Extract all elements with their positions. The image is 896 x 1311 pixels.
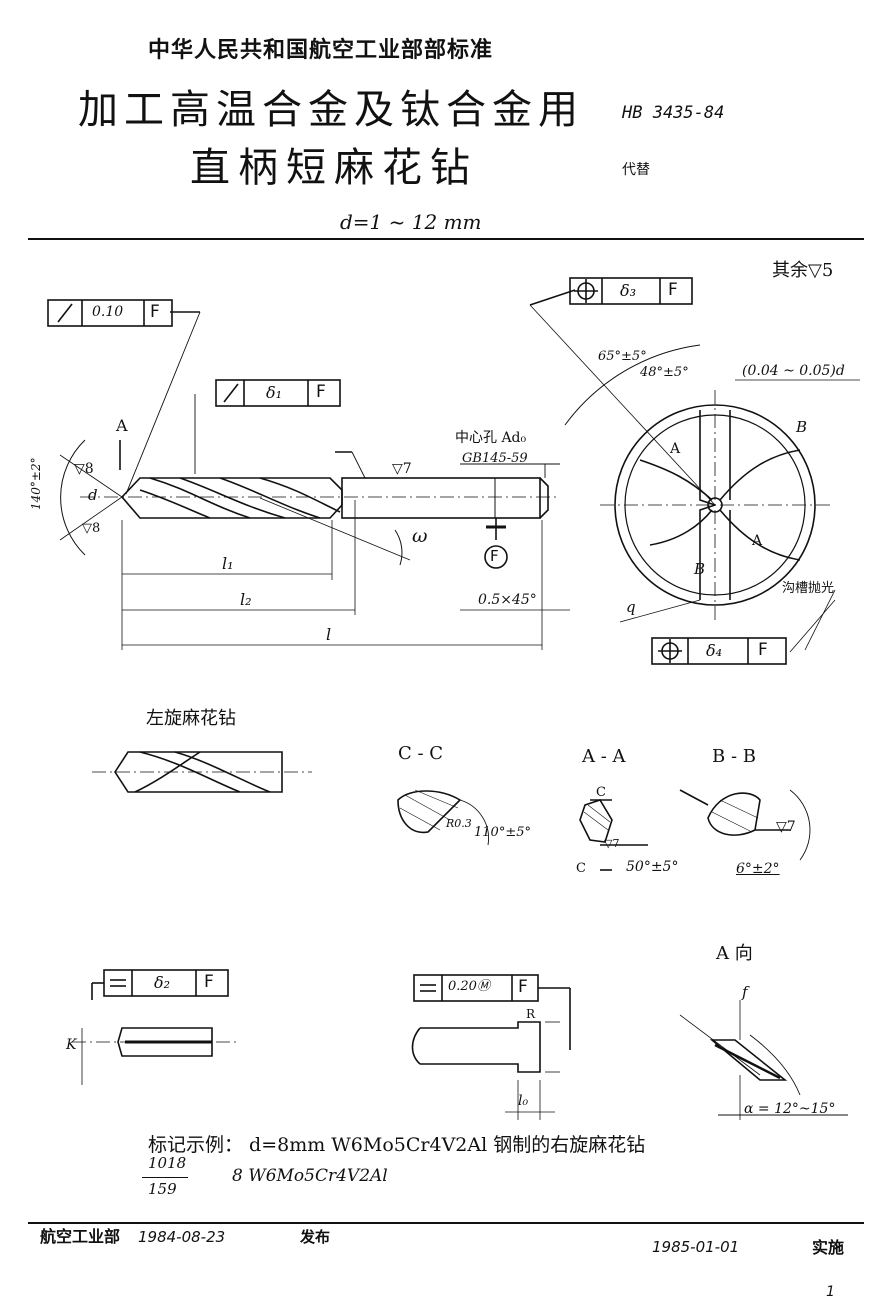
delta4-label: δ₄ [706,641,723,660]
label-k: K [66,1037,77,1053]
label-l2: l₂ [240,590,252,609]
label-q: q [626,598,636,616]
delta1-label: δ₁ [266,383,283,402]
footer-effective-label: 实施 [812,1238,845,1257]
point-angle: 140°±2° [29,457,43,510]
symmetry-view-left [72,969,238,1085]
view-a [679,1000,848,1120]
datum-label: F [316,382,326,402]
label-w: ω [412,525,428,547]
issuing-organization: 中华人民共和国航空工业部部标准 [148,38,494,63]
view-a-title: A 向 [716,943,753,964]
standard-code: HB 3435-84 [622,103,725,123]
center-hole-standard: GB145-59 [462,451,528,466]
angle-110: 110°±5° [474,825,531,840]
marking-fraction-denominator: 159 [148,1180,177,1198]
fraction-bar [142,1177,188,1178]
datum-f-circle: F [490,547,499,565]
footer-issuer: 航空工业部 [40,1227,121,1246]
technical-drawing [47,277,860,1120]
marking-fraction-numerator: 1018 [148,1154,187,1172]
footer-issue-date: 1984-08-23 [138,1228,226,1246]
label-r: R [526,1007,536,1021]
page-number: 1 [826,1284,835,1300]
finish-7: ▽7 [392,461,412,477]
delta3-label: δ₃ [620,281,637,300]
datum-label: F [758,640,768,660]
replaces-label: 代替 [622,162,650,178]
section-bb [679,789,811,861]
datum-label: F [150,302,160,322]
runout-value: 0.10 [92,304,124,320]
angle-6: 6°±2° [736,861,780,877]
label-l0: l₀ [518,1093,529,1109]
center-hole-note: 中心孔 Ad₀ [455,430,527,446]
left-hand-drill-caption: 左旋麻花钻 [146,708,236,729]
diameter-range: d=1 ~ 12 mm [340,210,482,234]
chamfer-note: 0.5×45° [478,592,537,608]
left-hand-drill [92,751,312,793]
label-a: A [752,533,763,549]
symmetry-view-right [411,974,571,1120]
datum-label: F [668,280,678,300]
label-d: d [88,486,98,504]
footer-rule [28,1222,864,1224]
label-f: f [742,983,748,1001]
label-l: l [326,625,332,644]
angle-50: 50°±5° [626,859,679,875]
section-bb-title: B - B [712,746,756,767]
section-cc [397,789,489,846]
label-l1: l₁ [222,554,234,573]
finish-8: ▽8 [74,461,94,477]
section-cc-title: C - C [398,743,444,764]
label-b: B [796,418,808,436]
marking-example: 标记示例： d=8mm W6Mo5Cr4V2Al 钢制的右旋麻花钻 [148,1134,646,1156]
label-a: A [116,416,128,435]
drill-end-view [529,277,860,665]
marking-example-code: 8 W6Mo5Cr4V2Al [232,1166,388,1186]
datum-label: F [204,972,214,992]
footer-issued-label: 发布 [300,1228,331,1246]
finish-8: ▽8 [82,521,101,536]
label-c: C [576,861,586,876]
finish-7: ▽7 [776,819,796,835]
web-thickness: (0.04 ~ 0.05)d [742,363,845,379]
label-c: C [596,785,606,800]
header-rule [28,238,864,240]
section-aa-title: A - A [582,746,626,767]
groove-polish-note: 沟槽抛光 [782,581,835,596]
footer-effective-date: 1985-01-01 [652,1238,740,1256]
clearance-angle: α = 12°~15° [744,1101,836,1117]
datum-label: F [518,977,528,997]
section-aa [579,799,648,871]
document-title-line2: 直柄短麻花钻 [190,145,478,191]
label-b: B [694,560,706,578]
label-a: A [670,441,681,457]
drill-side-view [47,299,570,650]
angle-65: 65°±5° [598,349,647,364]
symmetry-tolerance: 0.20Ⓜ [448,979,490,994]
angle-48: 48°±5° [640,365,689,380]
document-title-line1: 加工高温合金及钛合金用 [78,87,584,133]
delta2-label: δ₂ [154,973,171,992]
surface-rest-note: 其余▽5 [772,260,834,281]
radius-r03: R0.3 [446,817,472,830]
finish-7: ▽7 [604,837,620,850]
